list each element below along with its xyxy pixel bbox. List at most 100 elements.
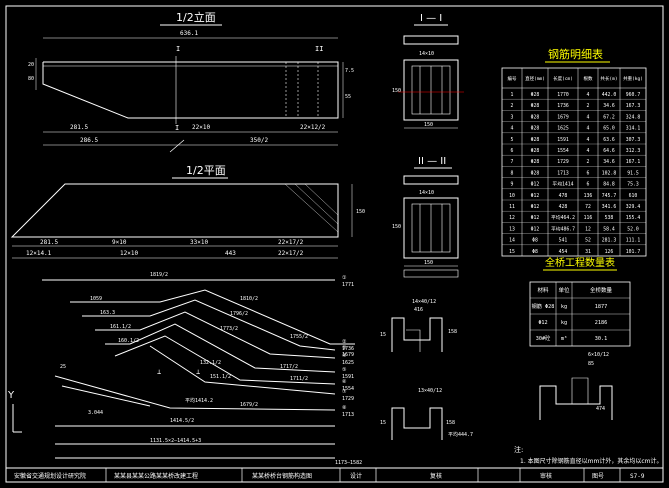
y-axis-label: Y bbox=[7, 390, 15, 401]
elevation-outline bbox=[42, 61, 339, 119]
rebar-table-cell: Φ28 bbox=[531, 137, 540, 143]
rebar-table-cell: 136 bbox=[584, 193, 593, 199]
rebar-table-cell: 12 bbox=[509, 215, 515, 221]
rebar-table-cell: 1713 bbox=[557, 170, 569, 176]
stirrup-c-label-2: 474 bbox=[596, 406, 605, 412]
rebar-table-cell: 13 bbox=[509, 226, 515, 232]
quantity-table-title: 全桥工程数量表 bbox=[545, 256, 615, 269]
title-block bbox=[105, 468, 621, 482]
plan-title: 1/2平面 bbox=[186, 164, 226, 177]
quantity-table-cell: 30.1 bbox=[595, 336, 608, 342]
rebar-table-cell: 1 bbox=[511, 92, 514, 98]
quantity-table-header: 材料 bbox=[537, 286, 549, 294]
rebar-left-val-2: 25 bbox=[60, 364, 66, 370]
quantity-table-cell: 钢筋 Φ28 bbox=[532, 302, 555, 310]
plan-dim-a: 281.5 bbox=[40, 239, 58, 246]
rebar-number-value: 1679 bbox=[342, 352, 354, 358]
rebar-table-cell: Φ12 bbox=[531, 193, 540, 199]
notes-label: 注: bbox=[514, 445, 523, 454]
rebar-table-cell: Φ28 bbox=[531, 114, 540, 120]
quantity-table-header: 单位 bbox=[558, 286, 570, 294]
rebar-table-cell: 428 bbox=[559, 204, 568, 210]
rebar-bottom-label-2: 平均1414.2 bbox=[185, 397, 213, 404]
rebar-table-cell: Φ28 bbox=[531, 159, 540, 165]
rebar-table-cell: 72 bbox=[585, 204, 591, 210]
rebar-left-val-1: 3.044 bbox=[88, 410, 103, 416]
rebar-diag-3: 161.1/2 bbox=[110, 324, 131, 330]
rebar-table-cell: 34.6 bbox=[603, 103, 615, 109]
rebar-table-cell: 307.3 bbox=[626, 137, 641, 143]
rebar-label-7: 1711/2 bbox=[290, 376, 308, 382]
rebar-3 bbox=[82, 299, 336, 351]
rebar-table-cell: 4 bbox=[587, 126, 590, 132]
plan-dim-f: 12×10 bbox=[120, 250, 138, 257]
quantity-table-cell: 30#砼 bbox=[536, 334, 551, 342]
title-design: 设计 bbox=[350, 472, 362, 480]
rebar-number-value: 1713 bbox=[342, 412, 354, 418]
arrow-mark-1: ⊥ bbox=[157, 368, 161, 376]
plan-hatch-3 bbox=[284, 183, 339, 233]
rebar-table-cell: 52.0 bbox=[627, 226, 639, 232]
rebar-table-cell: 1729 bbox=[557, 159, 569, 165]
stirrup-b-label-1: 13×40/12 bbox=[418, 388, 442, 394]
plan-dim-g: 443 bbox=[225, 250, 236, 257]
rebar-table-cell: 84.8 bbox=[603, 182, 615, 188]
rebar-table-cell: 58.4 bbox=[603, 226, 615, 232]
rebar-table-cell: 5 bbox=[511, 137, 514, 143]
rebar-number-value: 1625 bbox=[342, 360, 354, 366]
elevation-dim-d: 286.5 bbox=[80, 137, 98, 144]
stirrup-b-label-4: 15 bbox=[380, 420, 386, 426]
rebar-table-cell: 15 bbox=[509, 249, 515, 255]
quantity-table-header: 全桥数量 bbox=[590, 286, 613, 294]
title-approve: 审核 bbox=[540, 472, 552, 480]
stirrup-c-inner bbox=[571, 377, 589, 404]
rebar-number-value: 1554 bbox=[342, 386, 354, 392]
rebar-table-header: 共重(kg) bbox=[623, 75, 643, 82]
rebar-number-mark: ⑥ bbox=[342, 379, 347, 385]
rebar-table-cell: 6 bbox=[587, 170, 590, 176]
quantity-table-cell: 1877 bbox=[595, 304, 608, 310]
rebar-number-value: 1729 bbox=[342, 396, 354, 402]
quantity-table-cell: 2186 bbox=[595, 320, 608, 326]
rebar-table-cell: 平均1414 bbox=[552, 181, 573, 188]
rebar-table-cell: 75.3 bbox=[627, 182, 639, 188]
rebar-table-cell: 67.2 bbox=[603, 114, 615, 120]
rebar-number-value: 1771 bbox=[342, 282, 354, 288]
rebar-table-cell: 102.8 bbox=[602, 170, 617, 176]
rebar-table-cell: 610 bbox=[629, 193, 638, 199]
elevation-dim-a: 281.5 bbox=[70, 124, 88, 131]
stirrup-b-label-2: 平均444.7 bbox=[448, 431, 473, 438]
rebar-table-title: 钢筋明细表 bbox=[548, 47, 603, 61]
section-mark-II-top: II bbox=[315, 45, 323, 53]
rebar-table-cell: 1625 bbox=[557, 126, 569, 132]
rebar-table-cell: 4 bbox=[587, 92, 590, 98]
rebar-7 bbox=[149, 345, 336, 395]
sheet-frame bbox=[5, 5, 664, 483]
rebar-table-cell: 8 bbox=[511, 170, 514, 176]
break-mark bbox=[169, 139, 185, 153]
plan-hatch-2 bbox=[294, 183, 339, 225]
rebar-table-cell: 91.5 bbox=[627, 170, 639, 176]
rebar-2 bbox=[70, 289, 355, 345]
rebar-table-cell: 1679 bbox=[557, 114, 569, 120]
rebar-table-cell: 64.6 bbox=[603, 148, 615, 154]
rebar-number-mark: ⑤ bbox=[342, 367, 347, 373]
elevation-right-h1: 7.5 bbox=[345, 68, 354, 74]
title-company: 安徽省交通规划设计研究院 bbox=[14, 472, 86, 480]
rebar-table-cell: 65.0 bbox=[603, 126, 615, 132]
rebar-table-cell: 6 bbox=[587, 182, 590, 188]
rebar-table-cell: 960.7 bbox=[626, 92, 641, 98]
rebar-table-cell: 538 bbox=[605, 215, 614, 221]
rebar-table-cell: Φ8 bbox=[532, 249, 538, 255]
section-2-top-slab bbox=[403, 175, 459, 185]
rebar-table-cell: 111.1 bbox=[626, 238, 641, 244]
rebar-label-8: 1679/2 bbox=[240, 402, 258, 408]
stirrup-c-label-1: 6×10/12 bbox=[588, 352, 609, 358]
rebar-table-cell: 3 bbox=[511, 114, 514, 120]
rebar-label-2: 1810/2 bbox=[240, 296, 258, 302]
rebar-table-cell: Φ12 bbox=[531, 204, 540, 210]
rebar-detail-group bbox=[42, 279, 355, 459]
